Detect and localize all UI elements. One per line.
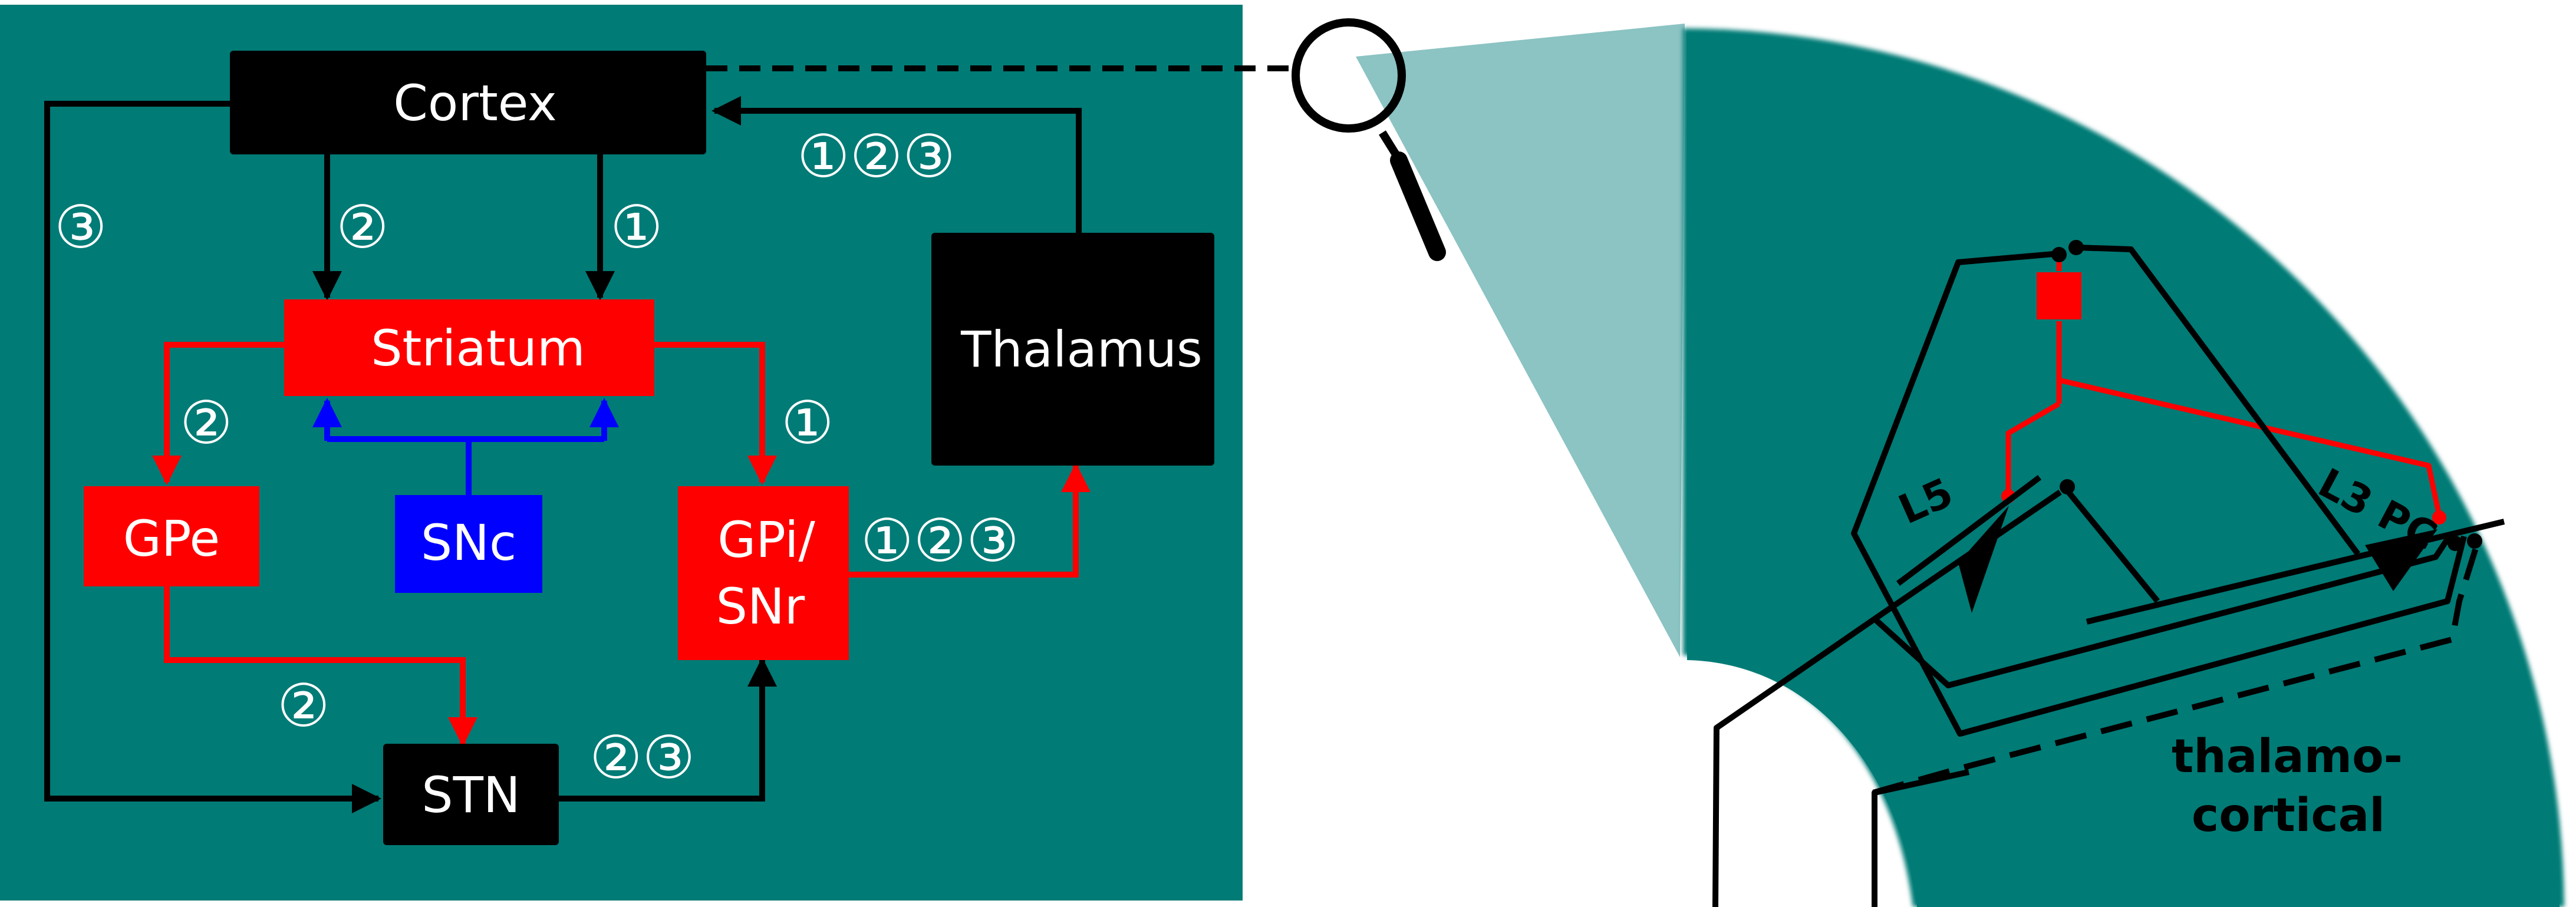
cortex-box: Cortex (230, 51, 706, 154)
snc-label: SNc (421, 514, 516, 572)
thalamus-to-cortex-arrow (711, 96, 1082, 233)
striatum-label: Striatum (371, 319, 585, 377)
gpe-label: GPe (123, 510, 220, 568)
synapse-dot-l3-b (2467, 533, 2482, 549)
zoom-cone (1356, 24, 1685, 657)
striatum-to-gpe-arrow (152, 342, 284, 485)
synapse-dot-top-right (2068, 240, 2084, 255)
l3-pyramidal-cell (2365, 529, 2437, 591)
gpi-label-line2: SNr (716, 578, 805, 635)
thalamus-box: Thalamus (931, 233, 1214, 466)
cortex-detail-panel: L5 L3 PC thalamo- cortical (1292, 18, 2564, 907)
red-bouton-right (2432, 510, 2446, 525)
label-thal-to-cortex: ①②③ (797, 122, 956, 191)
stn-to-gpi-arrow (559, 657, 777, 802)
cortical-tissue-core (1687, 33, 2559, 907)
gpi-label-line1: GPi/ (717, 511, 815, 569)
synapse-dot-l3-a (2447, 536, 2463, 551)
gpe-to-stn-arrow (164, 586, 477, 747)
synapse-dot-l5 (2060, 479, 2075, 494)
snc-box: SNc (395, 495, 542, 593)
neuron-circuit (1712, 240, 2505, 907)
stn-label: STN (421, 766, 520, 824)
label-cortex-to-striatum-2: ② (336, 193, 389, 262)
snc-to-striatum-line (327, 436, 604, 495)
striatum-box: Striatum (284, 299, 654, 396)
red-interneuron-soma (2037, 272, 2081, 319)
circuit-panel: Cortex Striatum Thalamus GPe SNc GPi/ SN… (0, 5, 1243, 901)
thalamus-label: Thalamus (960, 321, 1203, 378)
label-gpi-to-thalamus: ①②③ (861, 506, 1019, 575)
stn-box: STN (383, 744, 559, 845)
pathway-labels: ①②③ ② ① ③ ② ① ①②③ ② ②③ (54, 122, 1019, 792)
label-stn-to-gpi: ②③ (589, 723, 695, 792)
label-striatum-to-gpi: ① (781, 388, 834, 457)
label-striatum-to-gpe: ② (180, 388, 233, 457)
cortex-label: Cortex (393, 74, 556, 132)
synapse-dot-top-left (2051, 247, 2067, 262)
region-label-line1: thalamo- (2172, 730, 2403, 783)
region-label-line2: cortical (2192, 789, 2385, 842)
label-cortex-to-striatum-1: ① (610, 193, 663, 262)
cortex-to-stn-arrow (44, 101, 381, 813)
thalamocortical-dashed-axon (1872, 547, 2479, 796)
striatum-to-gpi-arrow (654, 342, 777, 485)
gpe-box: GPe (84, 486, 259, 586)
label-cortex-to-stn: ③ (54, 193, 107, 262)
gpi-to-thalamus-arrow (849, 463, 1091, 578)
circuit-connections (44, 96, 1091, 813)
l5-pyramidal-cell (1958, 506, 2009, 613)
magnifier-icon (1292, 18, 1446, 261)
gpi-snr-box: GPi/ SNr (678, 486, 849, 660)
label-gpe-to-stn: ② (277, 671, 330, 740)
